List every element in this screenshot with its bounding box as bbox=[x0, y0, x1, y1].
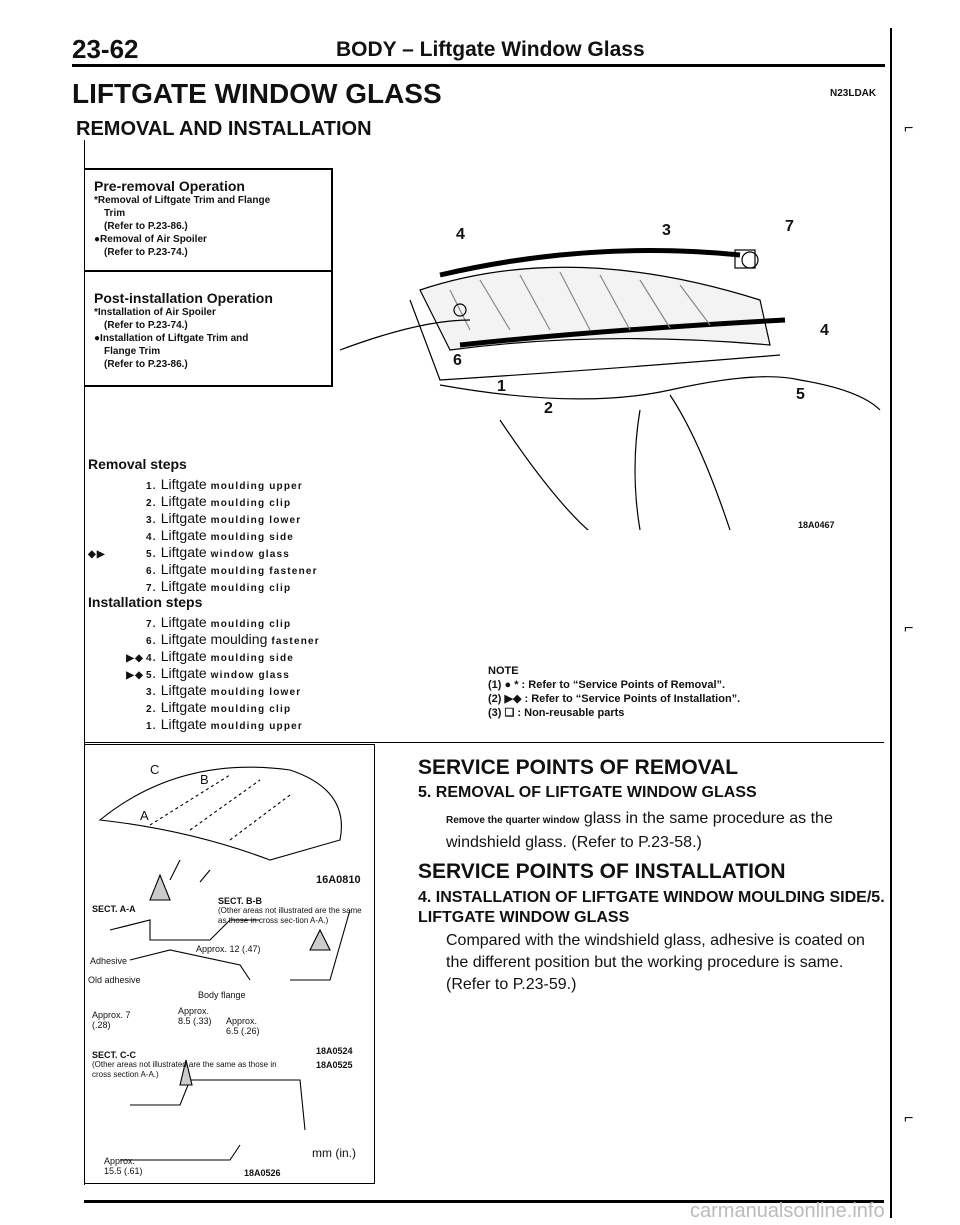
step-mark: ▶◆ bbox=[126, 670, 144, 681]
cross-section-figure-box bbox=[84, 744, 375, 1184]
section-title: LIFTGATE WINDOW GLASS bbox=[72, 78, 442, 109]
removal-steps-title: Removal steps bbox=[88, 456, 187, 472]
pre-removal-block: Pre-removal Operation *Removal of Liftga… bbox=[94, 178, 270, 259]
liftgate-exploded-figure bbox=[340, 248, 881, 530]
figure-callout: 2 bbox=[544, 400, 553, 417]
figure-code: 18A0526 bbox=[244, 1168, 281, 1178]
adhesive-label: Adhesive bbox=[90, 956, 128, 966]
post-installation-line: *Installation of Air Spoiler bbox=[94, 307, 216, 318]
margin-mark: ⌐ bbox=[904, 620, 914, 637]
figure-callout: 6 bbox=[453, 352, 462, 369]
page-number: 23-62 bbox=[72, 34, 139, 64]
post-installation-line: Flange Trim bbox=[104, 346, 161, 357]
list-item: 6. Liftgate moulding fastener bbox=[146, 631, 320, 647]
installation-steps-list: 7. Liftgate moulding clip 6. Liftgate mo… bbox=[88, 614, 320, 733]
list-item: 4. Liftgate moulding side bbox=[146, 527, 295, 543]
approx-65-label: Approx. 6.5 (.26) bbox=[226, 1016, 260, 1036]
figure-callout: 3 bbox=[662, 222, 671, 239]
list-item: 1. Liftgate moulding upper bbox=[146, 476, 304, 492]
page-edge-rule bbox=[890, 28, 892, 1218]
section-cc-note: (Other areas not illustrated are the sam… bbox=[92, 1060, 277, 1079]
approx-7-label: Approx. 7 (.28) bbox=[92, 1010, 131, 1030]
note-line: (3) ❑ : Non-reusable parts bbox=[488, 707, 625, 719]
figure-callout: 5 bbox=[796, 386, 805, 403]
operation-box bbox=[84, 168, 333, 387]
list-item: ◆▶5. Liftgate window glass bbox=[88, 544, 291, 560]
figure-code: 18A0524 bbox=[316, 1046, 353, 1056]
service-installation-title: SERVICE POINTS OF INSTALLATION bbox=[418, 860, 786, 883]
figure-code: 18A0467 bbox=[798, 520, 835, 530]
section-bb-label: SECT. B-B bbox=[218, 896, 263, 906]
cross-section-figure bbox=[98, 766, 351, 1161]
old-adhesive-label: Old adhesive bbox=[88, 975, 141, 985]
service-installation-text: Compared with the windshield glass, adhe… bbox=[446, 932, 865, 993]
header-rule bbox=[72, 64, 885, 67]
figure-callout: 4 bbox=[456, 226, 465, 243]
margin-mark: ⌐ bbox=[904, 120, 914, 137]
list-item: 2. Liftgate moulding clip bbox=[146, 493, 292, 509]
section-cc-label: SECT. C-C bbox=[92, 1050, 137, 1060]
step-mark: ▶◆ bbox=[126, 653, 144, 664]
pre-removal-line: (Refer to P.23-86.) bbox=[104, 221, 188, 232]
figure-callout: 1 bbox=[497, 378, 506, 395]
post-installation-line: ●Installation of Liftgate Trim and bbox=[94, 333, 249, 344]
note-block: NOTE (1) ● * : Refer to “Service Points … bbox=[488, 664, 740, 720]
list-item: 3. Liftgate moulding lower bbox=[146, 682, 302, 698]
margin-mark: ⌐ bbox=[904, 1110, 914, 1127]
section-label-b: B bbox=[200, 772, 209, 787]
pre-removal-line: ●Removal of Air Spoiler bbox=[94, 234, 207, 245]
bottom-rule bbox=[84, 1200, 884, 1203]
post-installation-line: (Refer to P.23-86.) bbox=[104, 359, 188, 370]
post-installation-title: Post-installation Operation bbox=[94, 290, 273, 306]
figure-callout: 4 bbox=[820, 322, 829, 339]
approx-155-label: Approx. 15.5 (.61) bbox=[104, 1156, 143, 1176]
installation-steps-title: Installation steps bbox=[88, 594, 203, 610]
list-item: 7. Liftgate moulding clip bbox=[146, 614, 292, 630]
section-subtitle: REMOVAL AND INSTALLATION bbox=[76, 118, 372, 140]
service-installation-sub: 4. INSTALLATION OF LIFTGATE WINDOW MOULD… bbox=[418, 889, 885, 926]
pre-removal-line: Trim bbox=[104, 208, 126, 219]
left-margin-rule bbox=[84, 140, 85, 1185]
list-item: 6. Liftgate moulding fastener bbox=[146, 561, 318, 577]
step-mark: ◆▶ bbox=[88, 549, 106, 560]
unit-label: mm (in.) bbox=[312, 1146, 356, 1160]
pre-removal-line: *Removal of Liftgate Trim and Flange bbox=[94, 195, 271, 206]
footer-watermark: carmanualsonline.info bbox=[690, 1200, 885, 1222]
section-label-a: A bbox=[140, 808, 149, 823]
pre-removal-title: Pre-removal Operation bbox=[94, 178, 245, 194]
figure-callout: 7 bbox=[785, 218, 794, 235]
list-item: 7. Liftgate moulding clip bbox=[146, 578, 292, 594]
service-removal-sub: 5. REMOVAL OF LIFTGATE WINDOW GLASS bbox=[418, 784, 757, 801]
list-item: 3. Liftgate moulding lower bbox=[146, 510, 302, 526]
section-aa-label: SECT. A-A bbox=[92, 904, 136, 914]
service-removal-text: Remove the quarter window glass in the s… bbox=[446, 810, 833, 851]
operation-box-divider bbox=[84, 270, 331, 272]
post-installation-block: Post-installation Operation *Installatio… bbox=[94, 290, 273, 371]
note-line: (1) ● * : Refer to “Service Points of Re… bbox=[488, 679, 726, 691]
section-code: N23LDAK bbox=[830, 88, 877, 99]
approx-12-label: Approx. 12 (.47) bbox=[196, 944, 261, 954]
approx-85-label: Approx. 8.5 (.33) bbox=[178, 1006, 212, 1026]
list-item: 1. Liftgate moulding upper bbox=[146, 716, 304, 732]
figure-code: 16A0810 bbox=[316, 874, 361, 886]
service-removal-title: SERVICE POINTS OF REMOVAL bbox=[418, 756, 739, 779]
page-header-title: BODY – Liftgate Window Glass bbox=[336, 38, 645, 61]
pre-removal-line: (Refer to P.23-74.) bbox=[104, 247, 188, 258]
note-title: NOTE bbox=[488, 665, 519, 677]
list-item: 2. Liftgate moulding clip bbox=[146, 699, 292, 715]
post-installation-line: (Refer to P.23-74.) bbox=[104, 320, 188, 331]
list-item: ▶◆5. Liftgate window glass bbox=[88, 665, 320, 682]
removal-steps-list: 1. Liftgate moulding upper 2. Liftgate m… bbox=[88, 476, 318, 595]
section-label-c: C bbox=[150, 762, 160, 777]
section-rule bbox=[84, 742, 884, 743]
body-flange-label: Body flange bbox=[198, 990, 246, 1000]
list-item: ▶◆4. Liftgate moulding side bbox=[88, 648, 320, 665]
note-line: (2) ▶◆ : Refer to “Service Points of Ins… bbox=[488, 693, 741, 705]
section-bb-note: (Other areas not illustrated are the sam… bbox=[218, 906, 362, 925]
figure-code: 18A0525 bbox=[316, 1060, 353, 1070]
